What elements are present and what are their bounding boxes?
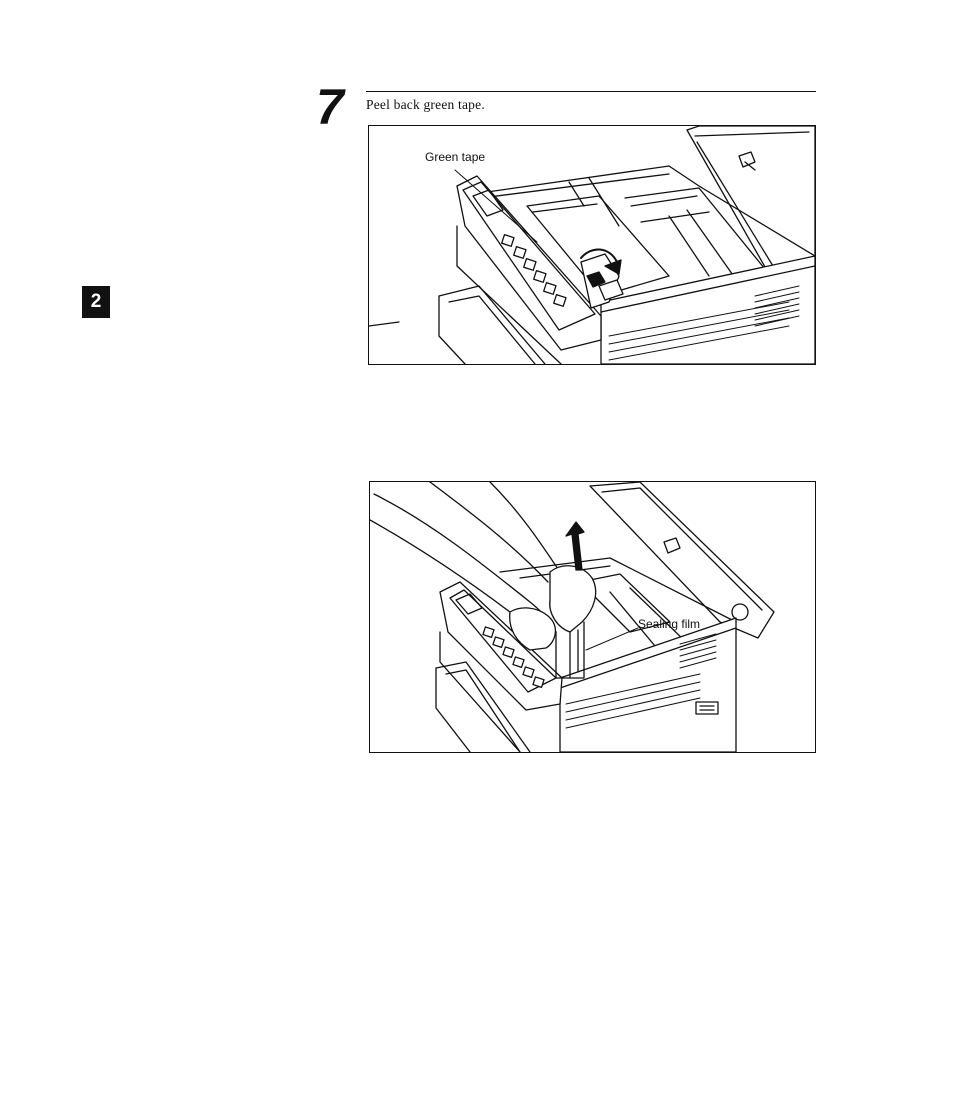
printer-sealing-film-illustration: Sealing film (370, 482, 815, 752)
step-instruction: Peel back green tape. (366, 97, 485, 113)
chapter-tab: 2 (82, 286, 110, 318)
chapter-number: 2 (91, 291, 102, 313)
figure-green-tape: Green tape (368, 125, 816, 365)
sealing-film-label: Sealing film (638, 617, 700, 631)
figure-sealing-film: Sealing film (369, 481, 816, 753)
green-tape-label: Green tape (425, 150, 485, 164)
printer-green-tape-illustration: Green tape (369, 126, 815, 364)
step-divider (366, 91, 816, 92)
step-number: 7 (316, 82, 344, 132)
